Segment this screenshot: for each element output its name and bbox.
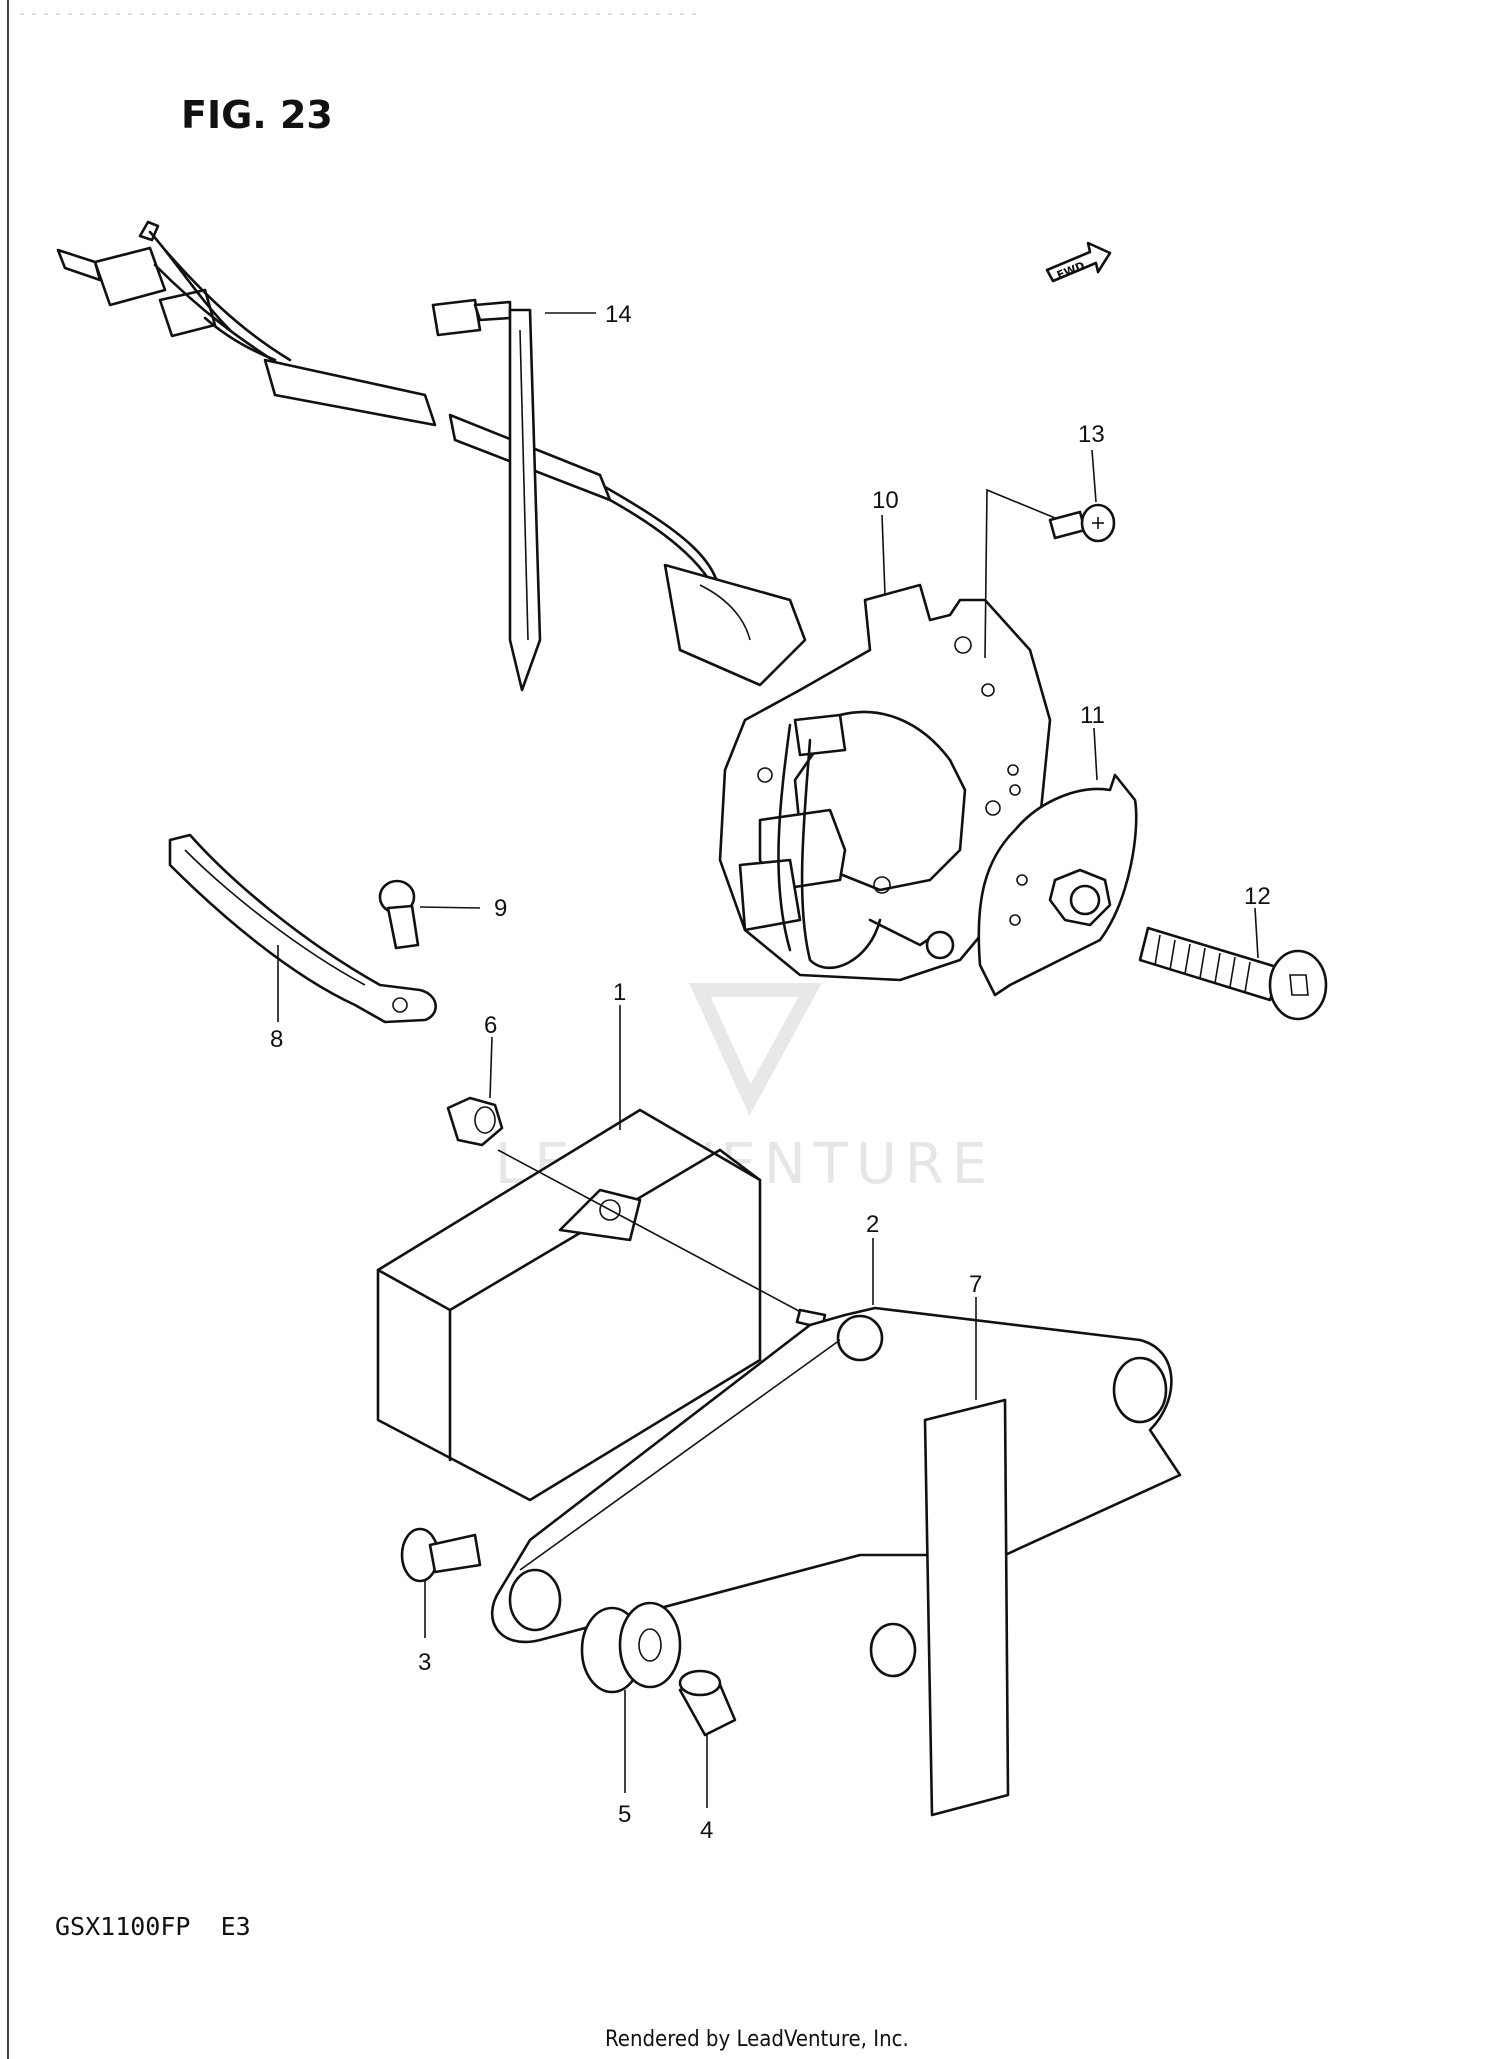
callout-4: 4: [700, 1817, 713, 1844]
callout-10: 10: [872, 487, 899, 514]
igniter-unit: [376, 1108, 827, 1502]
bracket-strap-8: [168, 833, 437, 1024]
screw-13: [1048, 503, 1116, 543]
screw-9: [378, 879, 420, 950]
cushion-7: [923, 1398, 1010, 1817]
callout-8: 8: [270, 1026, 283, 1053]
callout-3: 3: [418, 1649, 431, 1676]
callout-1: 1: [613, 979, 626, 1006]
forward-direction-label: FWD: [1055, 259, 1087, 282]
callout-labels: 14 13 10 11 12 9 8 6 1 2 7 3 5 4: [270, 301, 1271, 1844]
render-credit: Rendered by LeadVenture, Inc.: [605, 2027, 909, 2052]
pickup-coil-plate: [718, 488, 1061, 982]
callout-5: 5: [618, 1801, 631, 1828]
callout-14: 14: [605, 301, 632, 328]
callout-9: 9: [494, 895, 507, 922]
signal-rotor: [977, 773, 1138, 997]
model-code: GSX1100FP E3: [55, 1912, 251, 1941]
collar-4: [678, 1669, 737, 1737]
grommet-5: [580, 1601, 682, 1694]
callout-7: 7: [969, 1271, 982, 1298]
callout-13: 13: [1078, 421, 1105, 448]
callout-11: 11: [1080, 702, 1105, 729]
callout-6: 6: [484, 1012, 497, 1039]
figure-title: FIG. 23: [181, 93, 333, 137]
bracket-2: [490, 1306, 1182, 1678]
forward-direction-arrow-icon: FWD: [1045, 241, 1112, 283]
nut-6: [446, 1096, 504, 1147]
wiring-harness: [56, 220, 807, 692]
leader-lines: [277, 312, 1259, 1808]
bolt-3: [400, 1527, 482, 1583]
callout-12: 12: [1244, 883, 1271, 910]
callout-2: 2: [866, 1211, 879, 1238]
bolt-12: [1138, 926, 1328, 1021]
